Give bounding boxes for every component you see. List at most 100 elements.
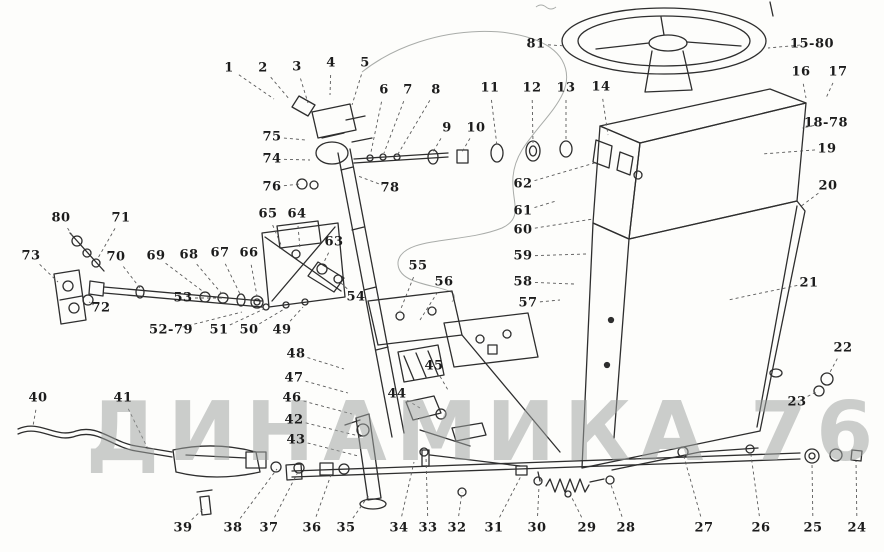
callout-39: 39 <box>173 520 193 536</box>
leader-line-60 <box>534 218 594 229</box>
leader-line-48 <box>307 357 345 370</box>
leader-line-40 <box>32 409 37 427</box>
leader-line-47 <box>305 380 349 394</box>
callout-7: 7 <box>403 82 413 98</box>
leader-line-54 <box>340 282 348 290</box>
callout-31: 31 <box>484 520 504 536</box>
leader-line-1 <box>238 74 275 100</box>
callout-19: 19 <box>817 141 837 157</box>
leader-line-19 <box>761 149 816 155</box>
leader-line-15-80 <box>767 44 801 49</box>
leader-line-78 <box>357 175 379 185</box>
column-support-rods <box>337 148 561 453</box>
callout-76: 76 <box>262 179 282 195</box>
leader-line-10 <box>461 138 471 153</box>
callout-73: 73 <box>21 248 41 264</box>
callout-71: 71 <box>111 210 131 226</box>
leader-line-55 <box>399 276 414 312</box>
callout-69: 69 <box>146 248 166 264</box>
leader-line-16 <box>802 83 807 99</box>
callout-64: 64 <box>287 206 307 222</box>
callout-81: 81 <box>526 36 546 52</box>
callout-62: 62 <box>513 176 533 192</box>
leader-line-27 <box>683 456 702 517</box>
callout-42: 42 <box>284 412 304 428</box>
leader-line-4 <box>329 74 332 96</box>
callout-1: 1 <box>224 60 234 76</box>
leader-line-36 <box>315 471 333 517</box>
watermark: ДИНАМИКА 76 <box>86 385 883 480</box>
leader-line-66 <box>250 264 258 297</box>
callout-13: 13 <box>556 80 576 96</box>
callout-11: 11 <box>480 80 500 96</box>
leader-line-26 <box>750 454 760 517</box>
callout-67: 67 <box>210 245 230 261</box>
callout-56: 56 <box>434 274 454 290</box>
leader-line-67 <box>224 263 241 295</box>
callout-37: 37 <box>259 520 279 536</box>
leader-line-73 <box>39 263 59 283</box>
leader-line-50 <box>259 307 287 325</box>
callout-24: 24 <box>847 520 867 536</box>
callout-9: 9 <box>442 120 452 136</box>
leader-line-51 <box>229 308 265 326</box>
right-links <box>611 372 834 471</box>
leader-line-45 <box>439 376 449 391</box>
callout-40: 40 <box>28 390 48 406</box>
left-link <box>53 232 105 325</box>
leader-line-69 <box>165 262 206 294</box>
leader-line-5 <box>351 74 362 106</box>
leader-line-32 <box>458 491 463 517</box>
guide-curves <box>361 4 568 303</box>
instrument-console-box <box>592 88 807 240</box>
leader-line-37 <box>274 469 300 518</box>
leader-line-2 <box>270 76 291 101</box>
step-plates <box>367 290 539 383</box>
pedal-lever <box>344 413 430 510</box>
steering-column <box>644 50 693 93</box>
callout-75: 75 <box>262 129 282 145</box>
leader-line-38 <box>239 468 278 519</box>
leader-line-18-78 <box>801 125 815 129</box>
callout-66: 66 <box>239 245 259 261</box>
leader-line-58 <box>534 282 575 285</box>
cable-and-lever <box>17 425 305 516</box>
leader-line-30 <box>537 485 540 517</box>
leader-line-64 <box>297 225 301 250</box>
callout-43: 43 <box>286 432 306 448</box>
callout-14: 14 <box>591 79 611 95</box>
callout-3: 3 <box>292 59 302 75</box>
callout-48: 48 <box>286 346 306 362</box>
leader-lines <box>32 44 858 521</box>
leader-line-28 <box>610 484 623 517</box>
leader-line-61 <box>534 200 557 208</box>
callout-60: 60 <box>513 222 533 238</box>
callout-5: 5 <box>360 55 370 71</box>
callout-27: 27 <box>694 520 714 536</box>
leader-line-41 <box>127 408 149 450</box>
callout-80: 80 <box>51 210 71 226</box>
callout-41: 41 <box>113 390 133 406</box>
callout-59: 59 <box>513 248 533 264</box>
callout-63: 63 <box>324 234 344 250</box>
leader-line-35 <box>352 494 370 519</box>
callout-65: 65 <box>258 206 278 222</box>
leader-line-62 <box>534 161 599 182</box>
leader-line-46 <box>303 400 353 415</box>
leader-line-8 <box>397 100 431 155</box>
leader-line-17 <box>825 82 834 99</box>
leader-line-11 <box>490 99 498 147</box>
leader-line-22 <box>828 358 838 375</box>
callout-70: 70 <box>106 249 126 265</box>
leader-line-43 <box>307 442 359 457</box>
leader-line-74 <box>283 158 311 161</box>
callout-15-80: 15-80 <box>789 36 835 52</box>
callout-45: 45 <box>424 358 444 374</box>
leader-line-3 <box>300 78 309 104</box>
callout-29: 29 <box>577 520 597 536</box>
callout-49: 49 <box>272 322 292 338</box>
callout-20: 20 <box>818 178 838 194</box>
callout-30: 30 <box>527 520 547 536</box>
leader-line-80 <box>67 227 75 239</box>
